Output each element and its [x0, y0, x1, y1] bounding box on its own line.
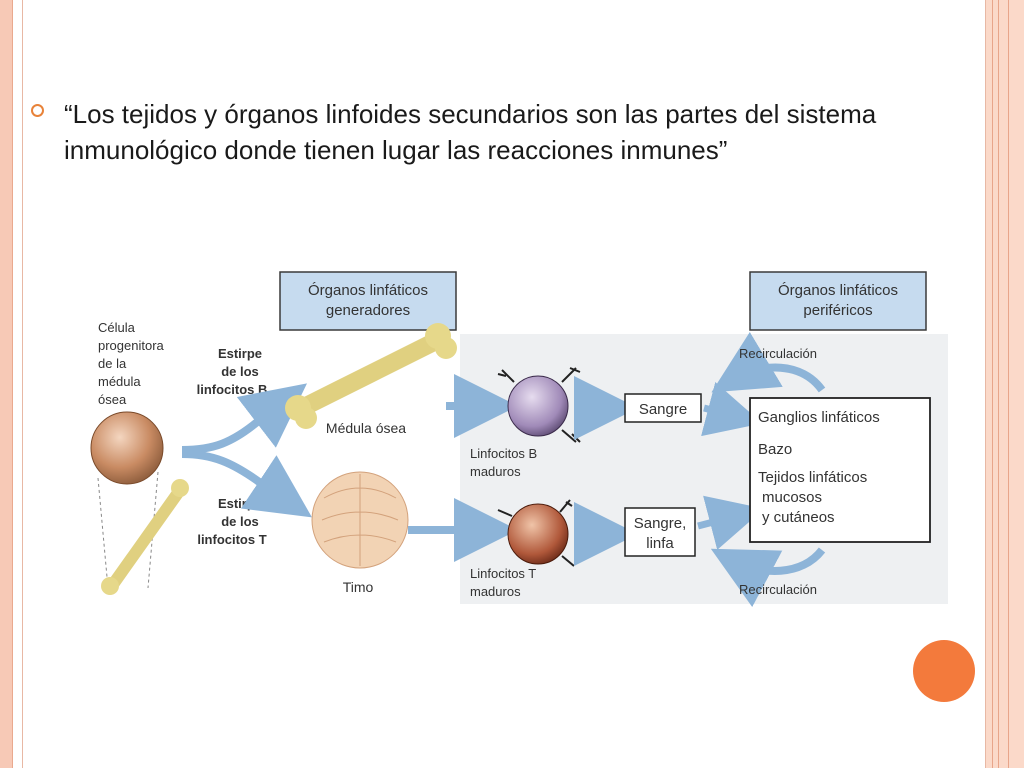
recirculation-top-arrow [711, 331, 826, 393]
left-frame-border [0, 0, 13, 768]
arrow-sangre-linfa-to-organs [697, 495, 765, 550]
svg-text:linfocitos B: linfocitos B [197, 382, 268, 397]
lymphoid-organs-diagram: Órganos linfáticos generadores Órganos l… [62, 258, 974, 616]
svg-text:ósea: ósea [98, 392, 127, 407]
svg-text:progenitora: progenitora [98, 338, 165, 353]
svg-text:linfa: linfa [646, 535, 674, 552]
svg-text:maduros: maduros [470, 464, 521, 479]
organ-tejidos: Tejidos linfáticos [758, 469, 867, 486]
svg-text:de los: de los [221, 514, 259, 529]
arrow-to-medula [181, 383, 308, 454]
estirpe-t-label: Estirpe de los linfocitos T [197, 496, 266, 547]
svg-text:Linfocitos B: Linfocitos B [470, 446, 537, 461]
timo-label: Timo [343, 579, 374, 595]
svg-text:Célula: Célula [98, 320, 136, 335]
svg-text:maduros: maduros [470, 584, 521, 599]
svg-text:médula: médula [98, 374, 141, 389]
arrow-to-timo [181, 450, 312, 518]
peripheral-organs-box: Ganglios linfáticos Bazo Tejidos linfáti… [749, 397, 931, 543]
lymphocyte-t-icon [497, 499, 575, 567]
sangre-box: Sangre [624, 393, 702, 423]
progenitor-cell-icon [90, 411, 164, 485]
header-perifericos-line1: Órganos linfáticos [778, 282, 898, 299]
lymphocyte-b-icon [497, 367, 581, 443]
arrow-sangre-to-organs [701, 382, 763, 437]
medula-label: Médula ósea [326, 420, 406, 436]
linfocitos-t-label: Linfocitos T maduros [470, 566, 536, 599]
organ-bazo: Bazo [758, 441, 792, 458]
header-perifericos-line2: periféricos [803, 302, 872, 319]
header-generadores-line1: Órganos linfáticos [308, 282, 428, 299]
small-bone-icon [101, 479, 189, 595]
svg-text:Estirpe: Estirpe [218, 496, 262, 511]
bullet-marker-icon [31, 104, 44, 117]
recirculacion-top-label: Recirculación [739, 346, 817, 361]
svg-text:Sangre,: Sangre, [634, 515, 687, 532]
bullet-quote-text: “Los tejidos y órganos linfoides secunda… [64, 99, 877, 165]
sangre-label: Sangre [639, 401, 687, 418]
progenitor-label: Célula progenitora de la médula ósea [98, 320, 165, 407]
svg-text:Linfocitos T: Linfocitos T [470, 566, 536, 581]
estirpe-b-label: Estirpe de los linfocitos B [197, 346, 268, 397]
svg-text:de los: de los [221, 364, 259, 379]
organ-ganglios: Ganglios linfáticos [758, 409, 880, 426]
svg-text:Estirpe: Estirpe [218, 346, 262, 361]
header-generadores-line2: generadores [326, 302, 410, 319]
right-frame-border [986, 0, 1024, 768]
svg-text:de la: de la [98, 356, 127, 371]
organ-cutaneos: y cutáneos [762, 509, 835, 526]
bone-medula-icon [285, 323, 457, 429]
header-generadores-box: Órganos linfáticos generadores [279, 271, 457, 331]
recirculacion-bottom-label: Recirculación [739, 582, 817, 597]
header-perifericos-box: Órganos linfáticos periféricos [749, 271, 927, 331]
linfocitos-b-label: Linfocitos B maduros [470, 446, 537, 479]
slide-edge [22, 0, 986, 768]
svg-text:linfocitos T: linfocitos T [197, 532, 266, 547]
sangre-linfa-box: Sangre, linfa [624, 507, 696, 557]
organ-mucosos: mucosos [762, 489, 822, 506]
recirculation-bottom-arrow [710, 547, 826, 608]
thymus-icon [311, 471, 409, 569]
orange-circle-decoration [913, 640, 975, 702]
